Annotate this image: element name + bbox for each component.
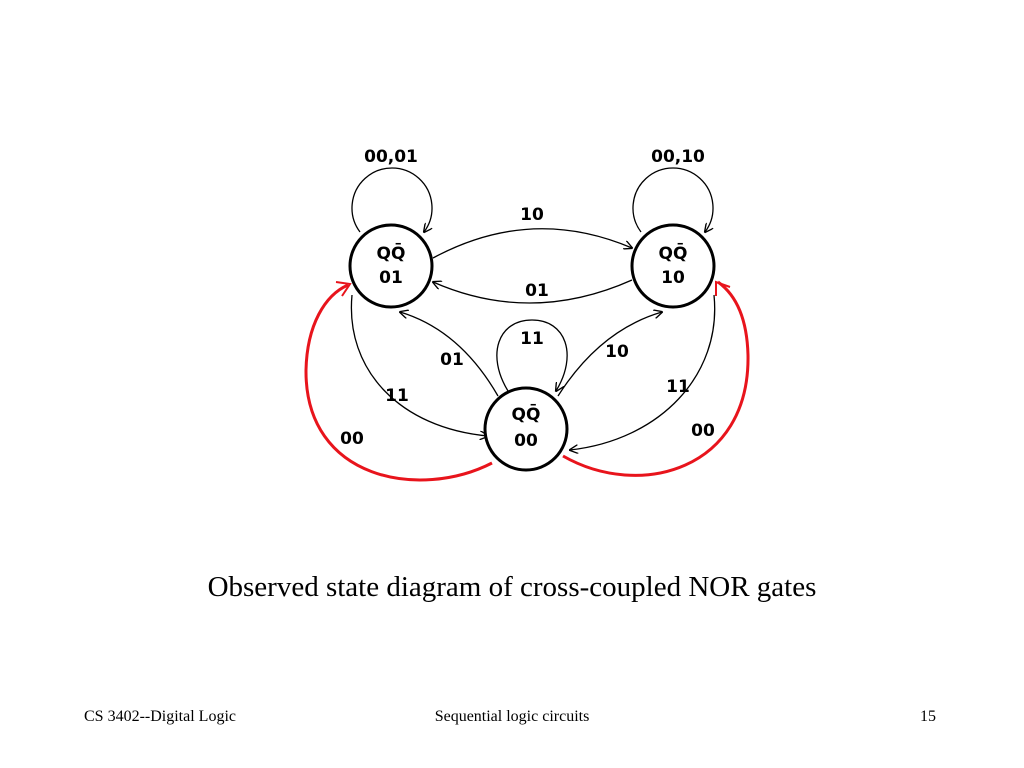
state-01: QQ̄ 01: [348, 223, 434, 309]
label-edge-01-to-10: 10: [520, 205, 544, 225]
state-10: QQ̄ 10: [630, 223, 716, 309]
edge-00-to-10: [557, 312, 662, 397]
state-01-label-top: QQ̄: [377, 242, 406, 264]
label-self-loop-00: 11: [520, 329, 544, 349]
label-edge-00-to-10: 10: [605, 342, 629, 362]
label-edge-10-to-01: 01: [525, 281, 549, 301]
label-self-loop-10: 00,10: [651, 147, 705, 167]
state-01-label-bottom: 01: [379, 268, 403, 288]
label-red-edge-00-to-10: 00: [691, 421, 715, 441]
edge-10-to-01: [433, 279, 633, 304]
edge-01-to-10: [432, 228, 632, 259]
label-edge-01-to-00: 11: [385, 386, 409, 406]
state-00-label-top: QQ̄: [512, 403, 541, 425]
red-edge-00-to-10: [562, 280, 750, 477]
label-edge-00-to-01: 01: [440, 350, 464, 370]
self-loop-00: [496, 319, 568, 391]
edge-00-to-01: [400, 312, 499, 397]
self-loop-10: [632, 167, 714, 232]
footer-topic: Sequential logic circuits: [434, 708, 590, 725]
edge-10-to-00: [570, 294, 716, 450]
state-00-label-bottom: 00: [514, 431, 538, 451]
footer-course: CS 3402--Digital Logic: [84, 708, 236, 725]
state-00: QQ̄ 00: [483, 386, 569, 472]
state-diagram: QQ̄ 01 QQ̄ 10 QQ̄ 00 00,01 00,10 11 10 0…: [304, 147, 750, 482]
state-10-label-bottom: 10: [661, 268, 685, 288]
diagram-caption: Observed state diagram of cross-coupled …: [207, 571, 817, 603]
footer-page-number: 15: [920, 708, 936, 725]
label-self-loop-01: 00,01: [364, 147, 418, 167]
red-edge-00-to-01: [304, 281, 493, 482]
label-red-edge-00-to-01: 00: [340, 429, 364, 449]
edge-01-to-00: [350, 294, 488, 436]
self-loop-01: [351, 167, 433, 232]
label-edge-10-to-00: 11: [666, 377, 690, 397]
state-10-label-top: QQ̄: [659, 242, 688, 264]
